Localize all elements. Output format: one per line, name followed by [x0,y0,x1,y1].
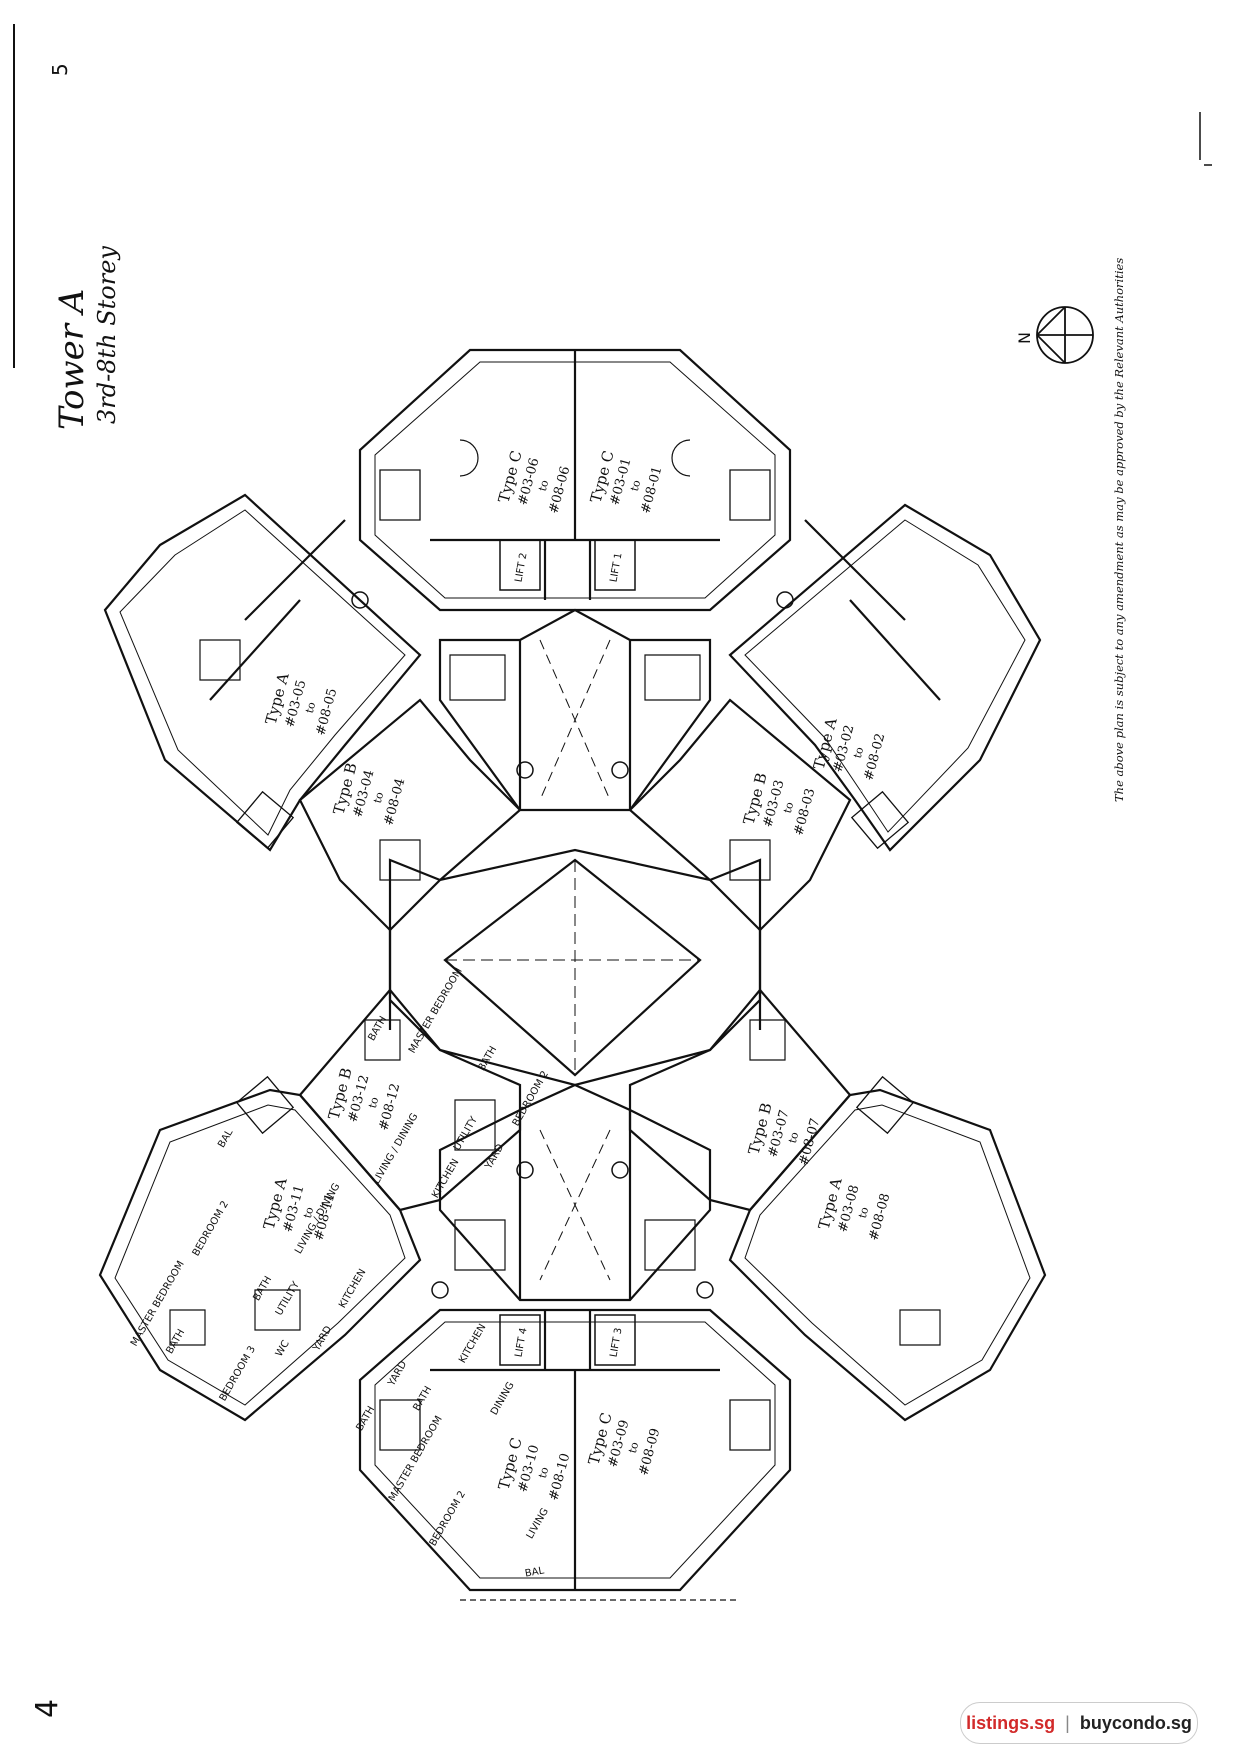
room-master-bedroom-b12: MASTER BEDROOM [407,966,465,1055]
svg-text:to: to [536,1465,552,1479]
lift-4-shaft [499,1314,541,1366]
lift-2-shaft [499,539,541,591]
watermark-separator: | [1065,1712,1070,1733]
svg-text:to: to [628,478,644,492]
lift-1-shaft [594,539,636,591]
svg-text:to: to [856,1205,872,1219]
wing-lower-left [98,1075,422,1422]
title-block: Tower A 3rd-8th Storey [52,246,122,430]
room-bath-b12-2: BATH [476,1044,499,1073]
lift-label-4: LIFT 4 [514,1327,530,1358]
room-utility-a11: UTILITY [274,1279,303,1317]
room-bath-c10-2: BATH [411,1384,434,1413]
block-bottom [358,1308,792,1601]
svg-text:#08-08: #08-08 [866,1192,893,1243]
room-kitchen-c10: KITCHEN [457,1322,488,1365]
room-bedroom-3-a11: BEDROOM 3 [218,1344,258,1403]
svg-text:#08-09: #08-09 [636,1427,663,1478]
page-number-bottom: 4 [30,1698,65,1718]
unit-type-b-12-block [298,988,522,1212]
wing-upper-right [728,503,1042,852]
disclaimer-note: The above plan is subject to any amendme… [1112,257,1126,802]
room-bal-c10: BAL [524,1565,545,1579]
svg-text:to: to [851,745,867,759]
room-bath-b12: BATH [366,1014,389,1043]
room-yard-a11: YARD [311,1324,335,1354]
room-kitchen-a11: KITCHEN [337,1267,368,1310]
room-yard-b12: YARD [483,1142,507,1172]
unit-type-b-07-block [628,988,852,1212]
room-wc-a11: WC [274,1339,292,1359]
svg-text:to: to [303,700,319,714]
room-bedroom-2-c10: BEDROOM 2 [428,1489,468,1548]
room-master-bedroom-c10: MASTER BEDROOM [387,1414,445,1503]
svg-text:#08-03: #08-03 [791,787,818,838]
room-dining-c10: DINING [489,1380,517,1417]
svg-text:to: to [626,1440,642,1454]
room-bedroom-2-a11: BEDROOM 2 [191,1199,231,1258]
room-bath-a11-2: BATH [164,1327,187,1356]
svg-text:#08-06: #08-06 [546,465,573,516]
room-yard-c10: YARD [386,1359,410,1389]
central-void [388,848,762,1087]
svg-text:to: to [536,478,552,492]
svg-text:#08-02: #08-02 [861,732,888,783]
watermark-site-buycondo[interactable]: buycondo.sg [1079,1712,1192,1733]
page-number-top: 5 [48,63,72,76]
svg-text:to: to [366,1095,382,1109]
svg-text:#08-12: #08-12 [376,1082,403,1133]
block-top [358,348,792,612]
watermark-site-listings[interactable]: listings.sg [966,1712,1056,1733]
core-lower [431,1083,714,1302]
svg-text:#08-01: #08-01 [638,465,665,516]
north-arrow [1036,306,1094,364]
room-bath-a11: BATH [251,1274,274,1303]
room-bath-c10: BATH [354,1404,377,1433]
north-label: N [1015,332,1034,344]
lift-label-1: LIFT 1 [609,552,625,583]
watermark-badge[interactable]: listings.sg | buycondo.sg [960,1702,1198,1744]
svg-text:to: to [371,790,387,804]
svg-text:#08-05: #08-05 [313,687,340,738]
svg-text:#08-04: #08-04 [381,777,408,828]
storey-subtitle: 3rd-8th Storey [93,246,121,424]
lift-label-2: LIFT 2 [514,552,530,583]
lift-3-shaft [594,1314,636,1366]
svg-text:to: to [786,1130,802,1144]
svg-text:#08-10: #08-10 [546,1452,573,1503]
tower-title: Tower A [52,288,92,430]
core-upper [351,591,794,812]
lift-label-3: LIFT 3 [609,1327,625,1358]
unit-type-b-03-block [628,698,852,932]
svg-text:#08-07: #08-07 [796,1117,823,1168]
unit-type-b-04-block [298,698,522,932]
room-utility-b12: UTILITY [452,1114,481,1152]
svg-text:to: to [301,1205,317,1219]
svg-text:to: to [781,800,797,814]
room-living-c10: LIVING [525,1506,551,1541]
wing-lower-right [728,1075,1047,1422]
room-bal-a11: BAL [216,1127,235,1150]
